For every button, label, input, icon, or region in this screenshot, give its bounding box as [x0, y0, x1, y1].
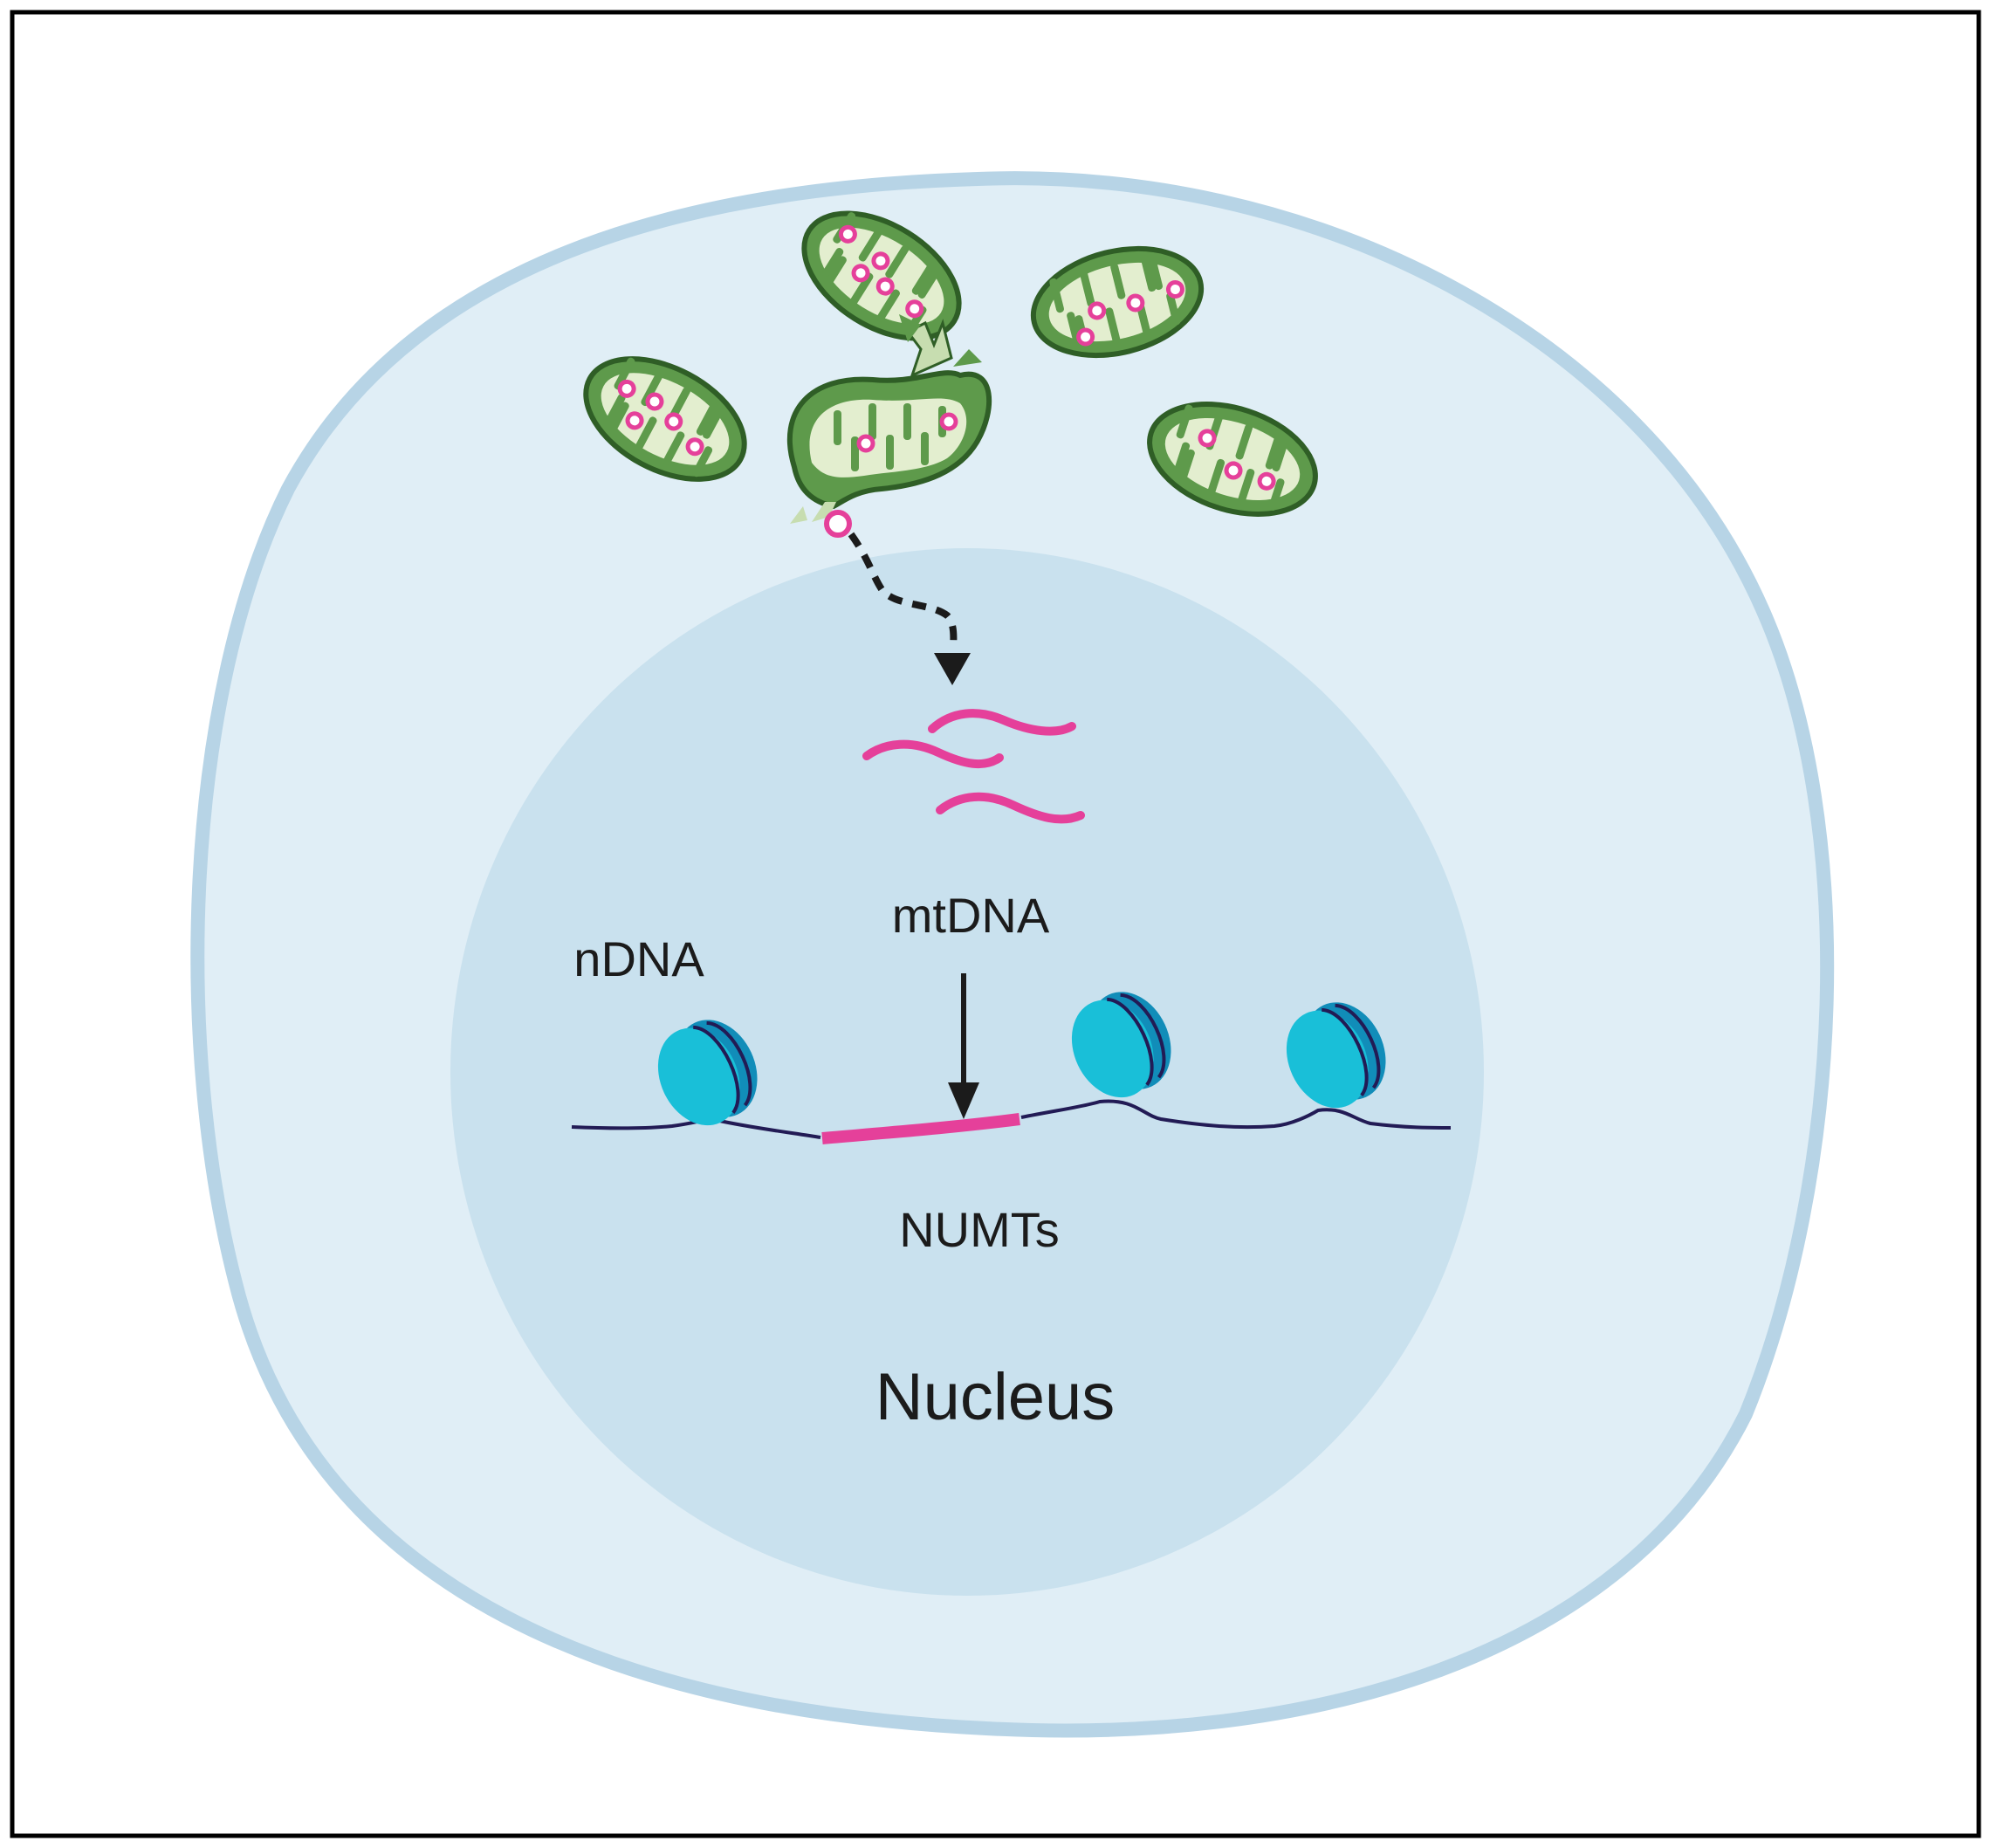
dashed-arrow-head: [934, 653, 971, 685]
nucleosome-icon: [1071, 992, 1171, 1098]
solid-arrow-head: [948, 1082, 979, 1119]
nucleosome-icon: [1286, 1002, 1386, 1109]
nucleus: [450, 548, 1484, 1596]
label-nucleus: Nucleus: [875, 1360, 1116, 1434]
label-mtdna: mtDNA: [892, 888, 1050, 943]
mtdna-fragments: [862, 709, 1085, 824]
ruptured-mitochondrion-icon: [787, 314, 992, 524]
numts-insertion: [821, 1113, 1020, 1144]
mtdna-circle: [824, 510, 852, 538]
dashed-arrow: [848, 532, 958, 651]
label-ndna: nDNA: [573, 931, 704, 986]
nucleosome-icon: [657, 1020, 758, 1126]
label-numts: NUMTs: [899, 1202, 1060, 1257]
